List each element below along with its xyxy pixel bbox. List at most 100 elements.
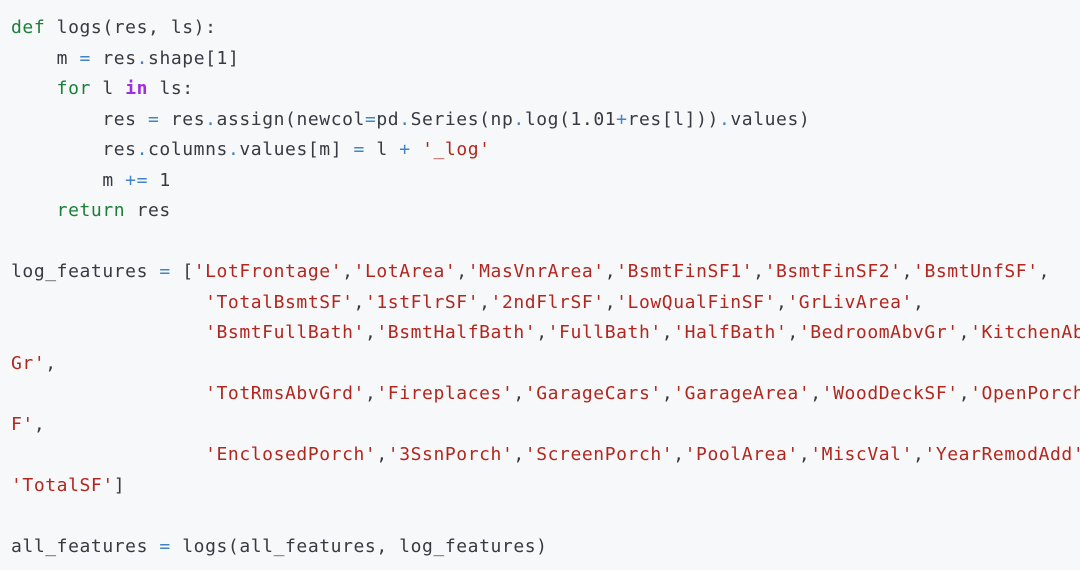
operator-token: . [136, 47, 149, 69]
code-token: , [798, 444, 811, 465]
string-token: 'OpenPorchS [970, 383, 1080, 404]
code-token: , [536, 322, 548, 343]
string-token: 'GrLivArea' [787, 291, 913, 313]
code-line: def logs(res, ls): [11, 13, 1080, 44]
string-token: 'ScreenPorch' [524, 444, 674, 465]
code-token: log(1.01 [524, 108, 617, 130]
code-token: , [958, 383, 971, 404]
string-token: 'TotRmsAbvGrd' [205, 383, 365, 404]
operator-token: = [79, 47, 91, 69]
string-token: '2ndFlrSF' [490, 291, 605, 313]
string-token: 'YearRemodAdd' [924, 444, 1080, 465]
code-token: , [456, 261, 468, 282]
code-token: , [661, 383, 674, 404]
code-token: res [11, 139, 137, 160]
code-line [11, 227, 1080, 258]
code-token: , [775, 291, 788, 313]
string-token: 'MasVnrArea' [467, 261, 605, 282]
code-token: , [958, 322, 971, 343]
code-line: log_features = ['LotFrontage','LotArea',… [11, 257, 1080, 288]
string-token: 'GarageCars' [524, 383, 662, 404]
code-line: res.columns.values[m] = l + '_log' [11, 135, 1080, 166]
string-token: 'HalfBath' [673, 322, 788, 343]
code-token: , [661, 322, 674, 343]
code-token: , [364, 322, 377, 343]
code-token: l [364, 139, 400, 160]
operator-token: . [718, 108, 731, 130]
string-token: 'PoolArea' [684, 444, 799, 465]
code-token: pd [376, 108, 400, 130]
code-token: , [353, 291, 365, 313]
code-token [11, 322, 205, 343]
keyword-token: for [11, 78, 91, 99]
code-line: m = res.shape[1] [11, 44, 1080, 75]
code-token: logs(res, ls): [45, 17, 217, 38]
code-token: , [604, 261, 617, 282]
code-line: all_features = logs(all_features, log_fe… [11, 532, 1080, 563]
code-token: , [376, 444, 388, 465]
code-token [11, 292, 205, 313]
string-token: 'LotArea' [353, 261, 457, 282]
string-token: 'MiscVal' [810, 444, 913, 465]
operator-token: + [616, 108, 628, 130]
operator-token: . [205, 108, 217, 130]
code-token: , [513, 444, 525, 465]
operator-token: . [399, 108, 411, 130]
string-token: 'TotalSF' [11, 474, 114, 496]
keyword-token: in [125, 78, 149, 99]
operator-token: . [513, 108, 525, 130]
code-line: 'TotalBsmtSF','1stFlrSF','2ndFlrSF','Low… [11, 288, 1080, 319]
string-token: '3SsnPorch' [387, 444, 514, 465]
string-token: 'KitchenAbv [970, 322, 1080, 343]
code-token: ] [113, 474, 126, 496]
code-line: Gr', [11, 349, 1080, 380]
operator-token: += [125, 169, 149, 191]
code-token: , [810, 383, 822, 404]
keyword-token: return [11, 200, 126, 221]
code-token: all_features [11, 535, 160, 557]
keyword-token: def [11, 17, 46, 38]
code-line: for l in ls: [11, 74, 1080, 105]
string-token: 'BsmtUnfSF' [913, 261, 1039, 282]
string-token: 'BsmtHalfBath' [376, 322, 537, 343]
code-token [11, 444, 205, 465]
code-token: values) [730, 108, 811, 130]
code-token: , [513, 383, 525, 404]
string-token: 'LotFrontage' [193, 261, 343, 282]
string-token: Gr' [11, 352, 46, 374]
code-token: log_features [11, 261, 160, 282]
code-line: 'BsmtFullBath','BsmtHalfBath','FullBath'… [11, 318, 1080, 349]
code-token: m [11, 169, 126, 191]
code-token: , [753, 261, 765, 282]
code-token: , [787, 322, 799, 343]
code-token: , [364, 383, 377, 404]
code-token: , [901, 261, 914, 282]
code-token: values[m] [239, 139, 354, 160]
string-token: F' [11, 413, 34, 435]
code-line: return res [11, 196, 1080, 227]
code-line: 'TotalSF'] [11, 471, 1080, 502]
code-token: m [11, 47, 80, 69]
code-line: 'EnclosedPorch','3SsnPorch','ScreenPorch… [11, 440, 1080, 471]
code-token: 1 [148, 169, 171, 191]
code-token: res [11, 108, 149, 130]
string-token: 'FullBath' [547, 322, 662, 343]
code-line: m += 1 [11, 166, 1080, 197]
operator-token: . [136, 139, 149, 160]
string-token: 'BedroomAbvGr' [798, 322, 959, 343]
code-token: , [479, 291, 491, 313]
code-token: , [673, 444, 685, 465]
code-token: , [33, 413, 46, 435]
code-line [11, 501, 1080, 532]
code-token: l [90, 78, 126, 99]
code-token: logs(all_features, log_features) [170, 535, 548, 557]
operator-token: + [399, 139, 411, 160]
code-token: res [90, 47, 137, 69]
code-token: columns [148, 139, 228, 160]
code-token: assign(newcol [216, 108, 365, 130]
string-token: 'LowQualFinSF' [616, 291, 776, 313]
code-token [411, 139, 422, 160]
code-token: [ [170, 261, 194, 282]
code-token: , [1038, 261, 1051, 282]
